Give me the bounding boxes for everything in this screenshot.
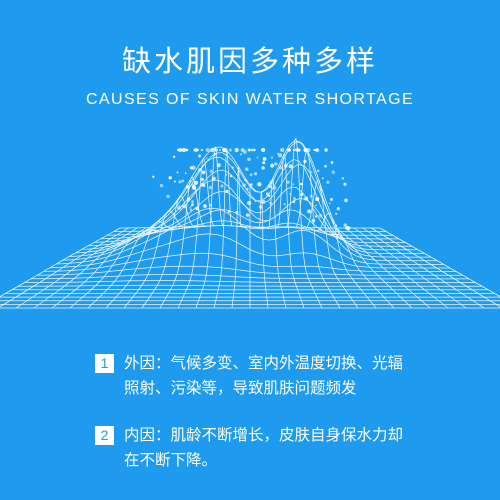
cause-item-1: 1 外因：气候多变、室内外温度切换、光辐照射、污染等，导致肌肤问题频发 [95, 351, 415, 401]
page-title: 缺水肌因多种多样 [121, 44, 378, 78]
cause-item-2: 2 内因：肌龄不断增长，皮肤自身保水力却在不断下降。 [95, 423, 415, 473]
cause-number-badge: 2 [95, 426, 114, 445]
cause-text: 内因：肌龄不断增长，皮肤自身保水力却在不断下降。 [124, 426, 404, 469]
cause-number-badge: 1 [95, 354, 114, 373]
page-subtitle: CAUSES OF SKIN WATER SHORTAGE [85, 91, 415, 108]
cause-text: 外因：气候多变、室内外温度切换、光辐照射、污染等，导致肌肤问题频发 [124, 354, 404, 397]
